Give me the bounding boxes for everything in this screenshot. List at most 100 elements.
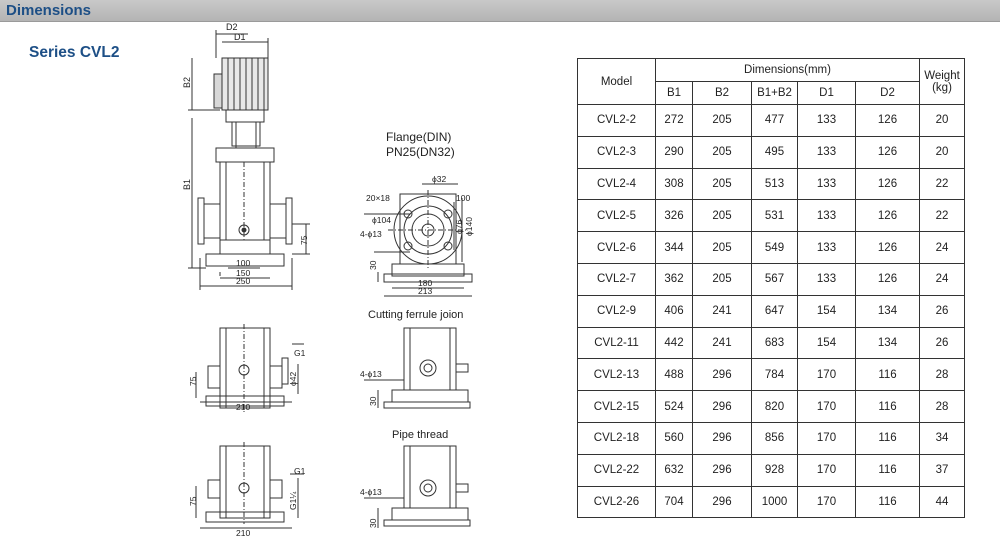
header-weight-line2: (kg)	[932, 81, 952, 94]
cell-model: CVL2-11	[577, 326, 656, 360]
cell-b1b2: 683	[751, 326, 798, 360]
cell-d2: 126	[855, 199, 920, 233]
cell-b1b2: 549	[751, 231, 798, 264]
cell-weight: 22	[919, 167, 965, 201]
dim-g1b-label: G1	[294, 466, 306, 476]
cell-b1b2: 477	[751, 104, 798, 137]
cell-b2: 241	[692, 294, 752, 328]
cell-model: CVL2-13	[577, 358, 656, 392]
cell-weight: 37	[919, 453, 965, 487]
cell-d2: 126	[855, 135, 920, 169]
cell-b1b2: 531	[751, 199, 798, 233]
cell-d2: 116	[855, 453, 920, 487]
header-d2: D2	[855, 81, 920, 105]
cell-d2: 116	[855, 421, 920, 455]
cell-b2: 296	[692, 453, 752, 487]
cell-d1: 133	[797, 167, 856, 201]
header-weight: Weight(kg)	[919, 58, 965, 105]
cell-b2: 205	[692, 262, 752, 296]
cell-d2: 116	[855, 390, 920, 423]
dim-phi42-label: ϕ42	[288, 372, 298, 386]
header-dimensions: Dimensions(mm)	[655, 58, 920, 82]
cell-d1: 170	[797, 390, 856, 423]
cell-b1: 560	[655, 421, 693, 455]
cell-b1: 632	[655, 453, 693, 487]
cell-weight: 20	[919, 135, 965, 169]
cell-b1: 704	[655, 485, 693, 519]
flange-title-line2: PN25(DN32)	[386, 145, 455, 159]
cell-model: CVL2-26	[577, 485, 656, 519]
cell-model: CVL2-7	[577, 262, 656, 296]
dim-150-label: 150	[236, 268, 250, 278]
series-title: Series CVL2	[29, 44, 120, 61]
dim-20x18-label: 20×18	[366, 193, 390, 203]
dim-4-phi13b-label: 4-ϕ13	[360, 369, 382, 379]
cell-d1: 170	[797, 421, 856, 455]
cell-d2: 134	[855, 326, 920, 360]
cell-model: CVL2-4	[577, 167, 656, 201]
header-model: Model	[577, 58, 656, 105]
cell-d2: 126	[855, 262, 920, 296]
cell-d2: 134	[855, 294, 920, 328]
cell-b2: 296	[692, 421, 752, 455]
pipe-thread-title: Pipe thread	[392, 429, 448, 441]
cell-b2: 205	[692, 104, 752, 137]
dim-d1-label: D1	[234, 32, 246, 42]
header-d1: D1	[797, 81, 856, 105]
dim-100b-label: 100	[456, 193, 470, 203]
dim-100-label: 100	[236, 258, 250, 268]
cell-b2: 296	[692, 485, 752, 519]
cell-d1: 133	[797, 231, 856, 264]
dim-b2-label: B2	[182, 77, 192, 88]
dim-75c-label: 75	[188, 496, 198, 506]
cell-d1: 154	[797, 294, 856, 328]
cell-weight: 44	[919, 485, 965, 519]
dim-210-label: 210	[236, 402, 250, 412]
cell-model: CVL2-22	[577, 453, 656, 487]
cell-d2: 116	[855, 358, 920, 392]
dim-phi32-label: ϕ32	[432, 174, 446, 184]
cell-weight: 26	[919, 294, 965, 328]
cell-b2: 205	[692, 199, 752, 233]
cell-b1: 290	[655, 135, 693, 169]
header-b1: B1	[655, 81, 693, 105]
cell-b1: 362	[655, 262, 693, 296]
cell-d1: 170	[797, 485, 856, 519]
cell-b1: 488	[655, 358, 693, 392]
cell-b2: 205	[692, 231, 752, 264]
cell-b1b2: 647	[751, 294, 798, 328]
dim-phi104-label: ϕ104	[372, 215, 391, 225]
cell-d2: 126	[855, 104, 920, 137]
dim-b1-label: B1	[182, 179, 192, 190]
dim-phi140-label: ϕ140	[464, 217, 474, 236]
cell-model: CVL2-3	[577, 135, 656, 169]
cell-b1: 524	[655, 390, 693, 423]
header-b1-b2: B1+B2	[751, 81, 798, 105]
cell-model: CVL2-18	[577, 421, 656, 455]
section-title: Dimensions	[6, 2, 92, 19]
dim-4-phi13-label: 4-ϕ13	[360, 229, 382, 239]
cell-b1b2: 784	[751, 358, 798, 392]
cell-weight: 34	[919, 421, 965, 455]
dim-g1-1-4-label: G1¼	[288, 491, 298, 510]
dim-210b-label: 210	[236, 528, 250, 538]
cell-d1: 133	[797, 262, 856, 296]
cell-d2: 126	[855, 167, 920, 201]
cell-b1b2: 928	[751, 453, 798, 487]
cell-d1: 133	[797, 135, 856, 169]
cell-b2: 241	[692, 326, 752, 360]
dim-213-label: 213	[418, 286, 432, 296]
cell-model: CVL2-9	[577, 294, 656, 328]
cell-b1: 326	[655, 199, 693, 233]
cell-b1b2: 567	[751, 262, 798, 296]
header-weight-line1: Weight	[924, 69, 960, 82]
cell-b2: 296	[692, 390, 752, 423]
